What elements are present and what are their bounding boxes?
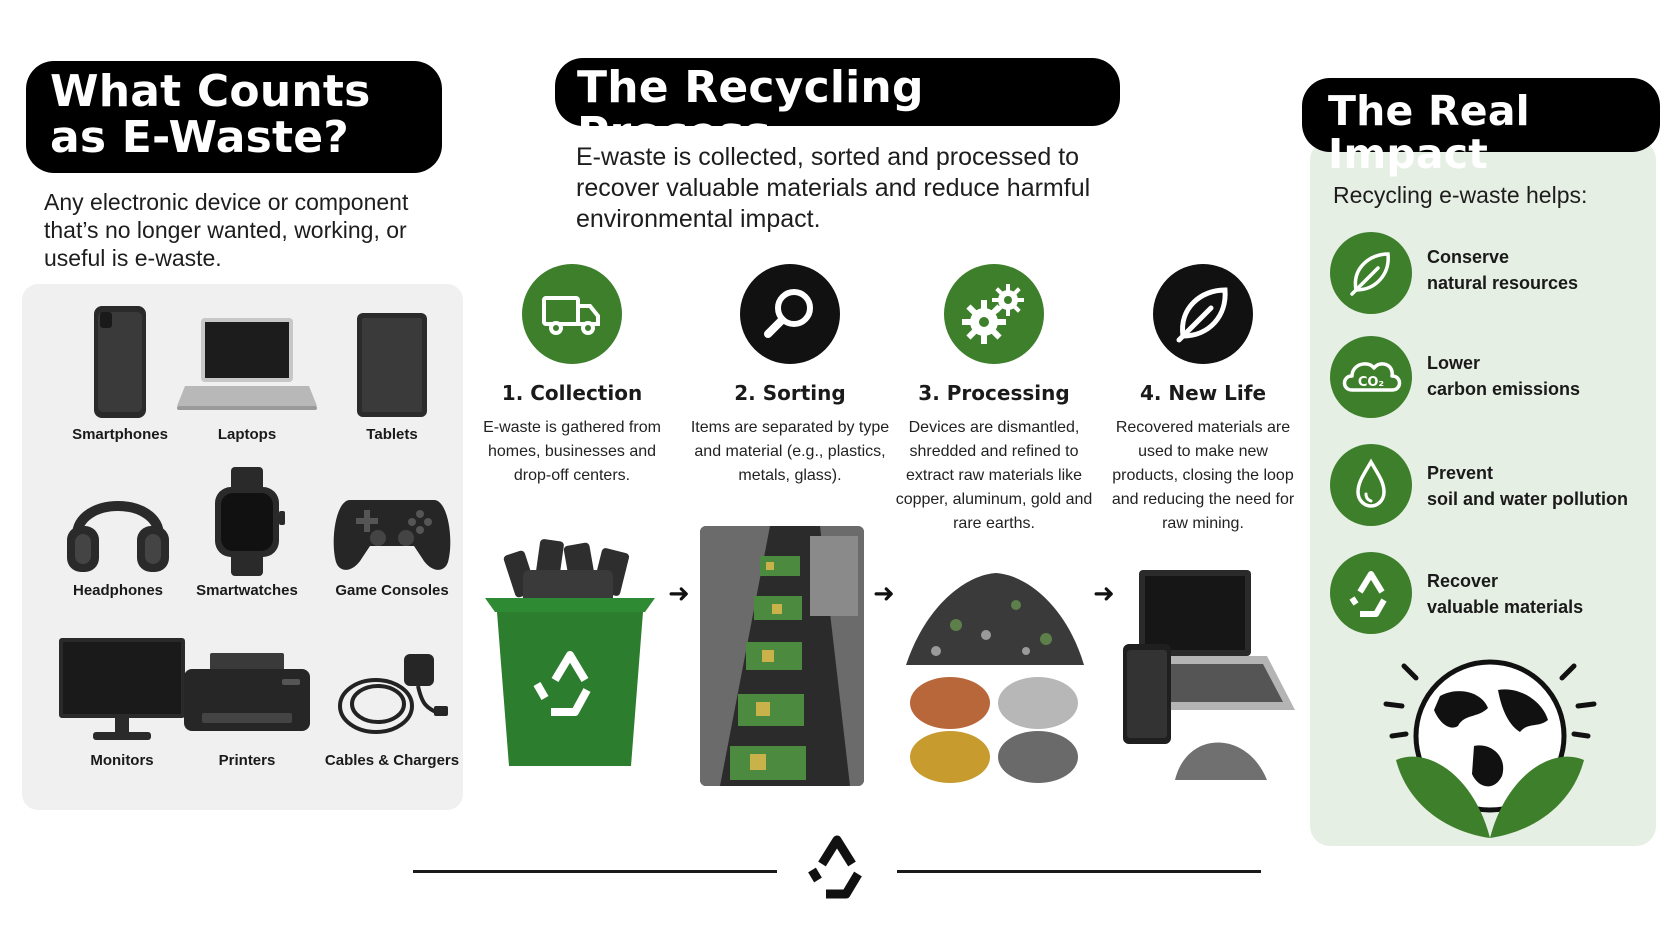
device-tablets: Tablets xyxy=(322,309,462,443)
co2-label: CO₂ xyxy=(1358,375,1384,390)
tablet-icon xyxy=(357,313,427,417)
device-label: Smartphones xyxy=(72,426,168,443)
device-monitors: Monitors xyxy=(52,636,192,769)
benefit-line1: Lower xyxy=(1427,353,1481,373)
arrow-right-icon: ➜ xyxy=(668,578,690,608)
step-collection-title: 1. Collection xyxy=(501,381,643,405)
benefit-recover-badge xyxy=(1330,552,1412,634)
gears-icon xyxy=(962,284,1024,344)
step-sorting-title: 2. Sorting xyxy=(734,381,846,405)
benefit-line1: Prevent xyxy=(1427,463,1494,483)
step-sorting-desc: Items are separated by type and material… xyxy=(690,419,890,484)
new-life-devices-image xyxy=(1117,560,1297,786)
recycle-icon xyxy=(1349,571,1387,617)
benefit-line2: natural resources xyxy=(1427,273,1579,293)
recycle-icon xyxy=(808,835,862,899)
step-new-life-desc: Recovered materials are used to make new… xyxy=(1111,419,1295,532)
device-label: Printers xyxy=(218,752,276,769)
device-smartphones: Smartphones xyxy=(50,304,190,443)
earth-with-leaves xyxy=(1378,656,1602,840)
benefit-recover-text: Recover valuable materials xyxy=(1427,568,1657,620)
leaf-icon xyxy=(1350,252,1390,296)
device-label: Cables & Chargers xyxy=(324,752,460,769)
ewaste-title: What Counts as E-Waste? xyxy=(26,61,442,173)
step-new-life-icon-badge xyxy=(1153,264,1253,364)
smartwatch-icon xyxy=(215,467,285,576)
leaf-icon xyxy=(1176,287,1228,343)
recycle-bin-icon xyxy=(485,539,655,766)
earth-leaves-icon xyxy=(1383,659,1597,838)
step-new-life-title: 4. New Life xyxy=(1139,381,1267,405)
device-smartwatches: Smartwatches xyxy=(177,467,317,599)
step-collection-icon-badge xyxy=(522,264,622,364)
device-game-consoles: Game Consoles xyxy=(322,480,462,599)
device-label: Headphones xyxy=(72,582,163,599)
divider-line-right xyxy=(897,870,1261,873)
benefit-line2: soil and water pollution xyxy=(1427,489,1629,509)
processing-materials-image xyxy=(906,565,1084,785)
device-laptops: Laptops xyxy=(177,314,317,443)
divider-line-left xyxy=(413,870,777,873)
benefit-conserve-badge xyxy=(1330,232,1412,314)
device-grid: Smartphones Laptops Tablets Headphones xyxy=(22,284,463,810)
printer-icon xyxy=(184,653,310,731)
recycle-symbol xyxy=(800,832,874,906)
benefit-line2: valuable materials xyxy=(1427,597,1584,617)
benefit-prevent-text: Prevent soil and water pollution xyxy=(1427,460,1657,512)
cable-charger-icon xyxy=(338,654,448,734)
device-label: Game Consoles xyxy=(335,582,449,599)
smartphone-icon xyxy=(94,306,146,418)
benefit-line1: Recover xyxy=(1427,571,1499,591)
game-controller-icon xyxy=(333,500,451,570)
water-drop-icon xyxy=(1356,458,1386,508)
laptop-icon xyxy=(177,318,317,410)
step-processing-title: 3. Processing xyxy=(918,381,1070,405)
arrow-right-icon: ➜ xyxy=(873,578,895,608)
step-collection-desc: E-waste is gathered from homes, business… xyxy=(483,419,661,484)
sorting-conveyor-image xyxy=(700,526,864,786)
benefit-prevent-badge xyxy=(1330,444,1412,526)
monitor-icon xyxy=(59,638,185,740)
benefit-conserve-text: Conserve natural resources xyxy=(1427,244,1657,296)
impact-title: The Real Impact xyxy=(1302,78,1660,176)
step-processing-desc: Devices are dismantled, shredded and ref… xyxy=(895,419,1093,532)
process-title: The Recycling Process xyxy=(555,58,1120,157)
device-label: Monitors xyxy=(90,752,154,769)
process-intro: E-waste is collected, sorted and process… xyxy=(576,143,1091,233)
conveyor-belt-icon xyxy=(700,526,864,786)
impact-intro: Recycling e-waste helps: xyxy=(1333,182,1588,208)
ewaste-intro: Any electronic device or component that’… xyxy=(44,189,409,271)
step-sorting-icon-badge xyxy=(740,264,840,364)
device-cables-chargers: Cables & Chargers xyxy=(322,644,462,769)
device-headphones: Headphones xyxy=(48,476,188,599)
benefit-lower-text: Lower carbon emissions xyxy=(1427,350,1657,402)
new-devices-icon xyxy=(1123,570,1295,780)
truck-icon xyxy=(542,296,600,335)
benefit-line2: carbon emissions xyxy=(1427,379,1581,399)
step-processing-icon-badge xyxy=(944,264,1044,364)
device-printers: Printers xyxy=(177,649,317,769)
shredded-materials-icon xyxy=(906,573,1084,783)
collection-bin-image xyxy=(475,530,665,770)
magnifier-icon xyxy=(764,289,813,338)
benefit-line1: Conserve xyxy=(1427,247,1510,267)
headphones-icon xyxy=(67,501,169,572)
arrow-right-icon: ➜ xyxy=(1093,578,1115,608)
device-label: Tablets xyxy=(366,426,418,443)
co2-cloud-icon: CO₂ xyxy=(1342,362,1402,392)
device-label: Smartwatches xyxy=(196,582,298,599)
device-label: Laptops xyxy=(217,426,277,443)
benefit-lower-badge: CO₂ xyxy=(1330,336,1412,418)
